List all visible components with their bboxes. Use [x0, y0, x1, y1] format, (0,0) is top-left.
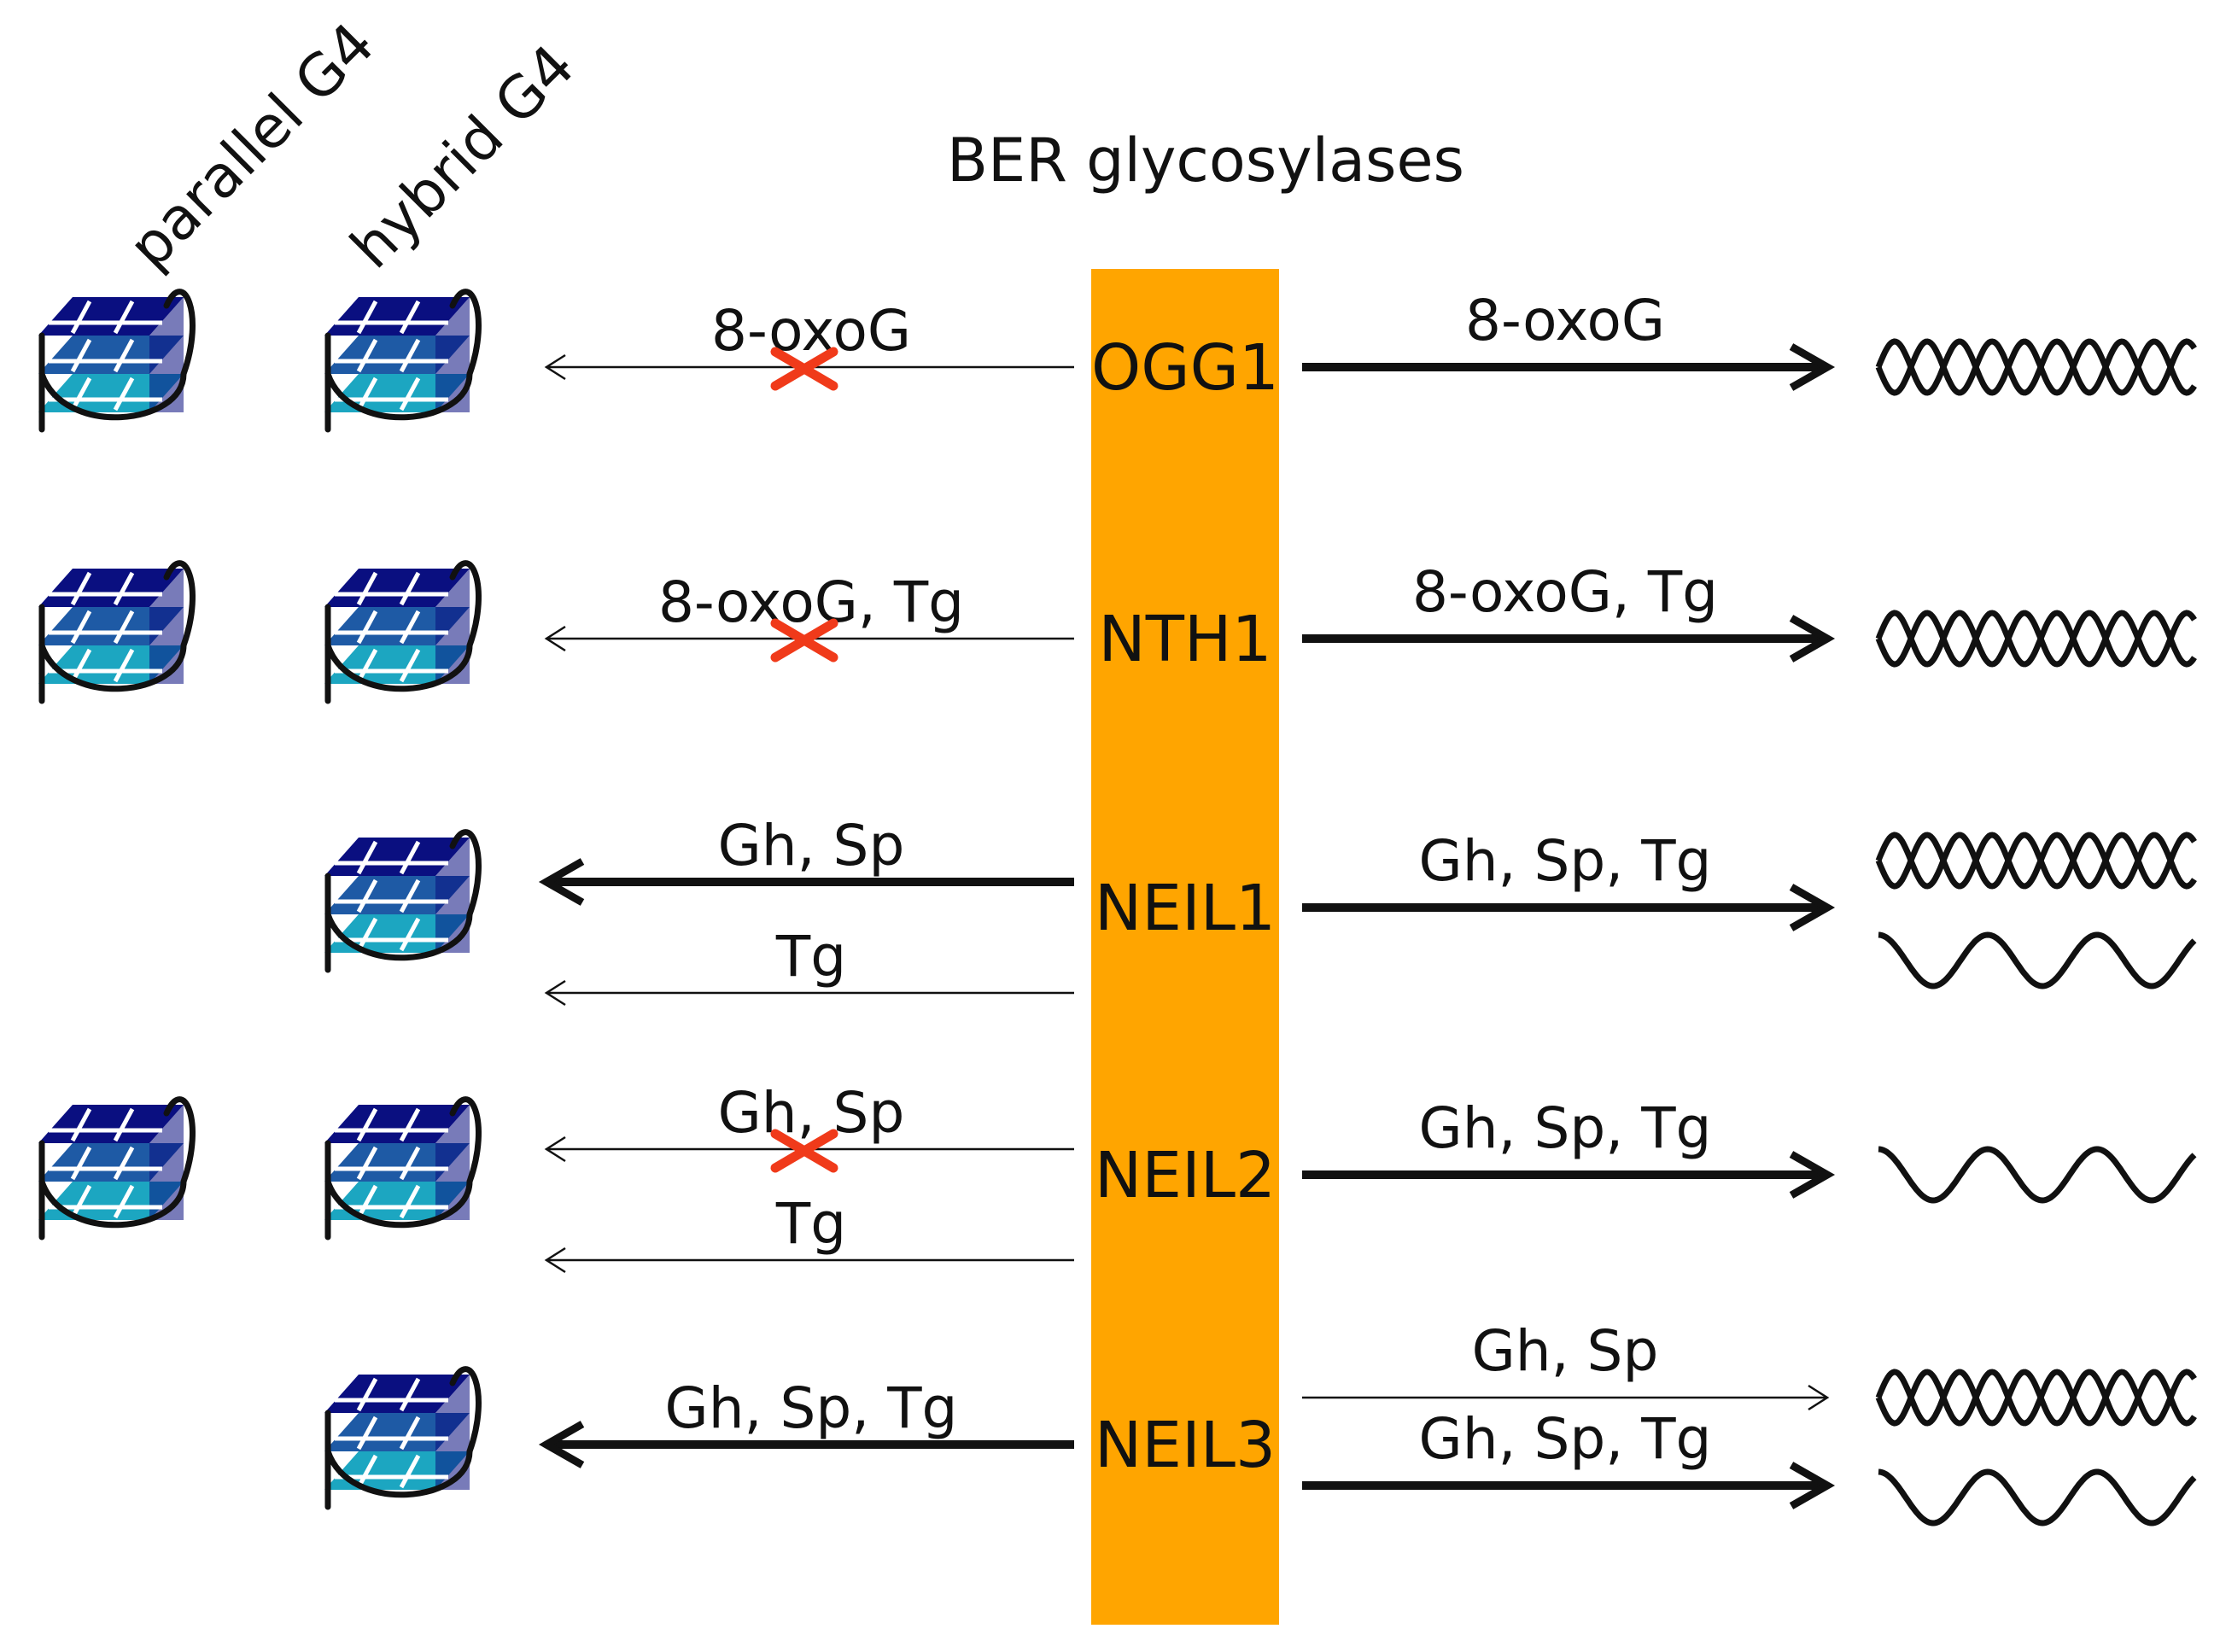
- g4-quadruplex-icon: [324, 1100, 478, 1237]
- enzyme-name: OGG1: [1091, 331, 1279, 405]
- left-arrow: [544, 1246, 1074, 1274]
- right-arrow-label: 8-oxoG: [1465, 288, 1665, 353]
- left-arrow-label: Gh, Sp, Tg: [665, 1375, 958, 1441]
- right-arrow-label: Gh, Sp, Tg: [1419, 828, 1712, 894]
- right-arrow: [1302, 615, 1836, 663]
- glycosylase-bar: [1091, 269, 1279, 1625]
- dsdna-helix-icon: [1875, 338, 2197, 396]
- ssdna-wave-icon: [1878, 1146, 2197, 1204]
- right-arrow: [1302, 1462, 1836, 1509]
- enzyme-row-ogg1: OGG1 8-oxoG 8-oxoG: [38, 288, 2197, 429]
- left-arrow: [544, 979, 1074, 1007]
- left-arrow: [538, 1421, 1074, 1468]
- g4-quadruplex-icon: [324, 832, 478, 970]
- enzyme-rows: OGG1 8-oxoG 8-oxoG NTH1 8-oxoG, Tg 8-oxoG, Tg…: [38, 288, 2197, 1526]
- enzyme-name: NEIL3: [1095, 1409, 1276, 1482]
- enzyme-name: NEIL2: [1095, 1139, 1276, 1212]
- right-arrow-label: Gh, Sp, Tg: [1419, 1095, 1712, 1161]
- right-arrow-label: Gh, Sp, Tg: [1419, 1406, 1712, 1472]
- g4-quadruplex-icon: [324, 292, 478, 429]
- g4-quadruplex-icon: [324, 563, 478, 701]
- enzyme-row-neil2: NEIL2 Gh, Sp Tg Gh, Sp, Tg: [38, 1080, 2197, 1274]
- cross-icon: [770, 347, 838, 391]
- ssdna-wave-icon: [1878, 1468, 2197, 1526]
- left-arrow: [538, 858, 1074, 906]
- left-arrow-label: 8-oxoG: [711, 298, 911, 364]
- cross-icon: [770, 1129, 838, 1173]
- right-arrow: [1302, 1151, 1836, 1199]
- right-arrow-label: Gh, Sp: [1472, 1318, 1659, 1384]
- right-arrow-label: 8-oxoG, Tg: [1412, 559, 1718, 625]
- enzyme-name: NEIL1: [1095, 872, 1276, 945]
- dsdna-helix-icon: [1875, 832, 2197, 890]
- g4-quadruplex-icon: [38, 1100, 192, 1237]
- left-arrow-label: Tg: [775, 924, 846, 989]
- cross-icon: [770, 618, 838, 663]
- dsdna-helix-icon: [1875, 1369, 2197, 1427]
- enzyme-name: NTH1: [1098, 603, 1271, 676]
- g4-quadruplex-icon: [38, 292, 192, 429]
- g4-quadruplex-icon: [324, 1369, 478, 1507]
- ssdna-wave-icon: [1878, 931, 2197, 989]
- diagram-title: BER glycosylases: [947, 126, 1464, 196]
- enzyme-row-neil1: NEIL1 Gh, Sp Tg Gh, Sp, Tg: [324, 813, 2197, 1007]
- right-arrow: [1302, 343, 1836, 391]
- right-arrow: [1302, 884, 1836, 931]
- left-arrow-label: Gh, Sp: [718, 813, 905, 879]
- left-arrow-label: Gh, Sp: [718, 1080, 905, 1146]
- dsdna-helix-icon: [1875, 610, 2197, 668]
- enzyme-row-nth1: NTH1 8-oxoG, Tg 8-oxoG, Tg: [38, 559, 2197, 701]
- g4-quadruplex-icon: [38, 563, 192, 701]
- left-arrow-label: 8-oxoG, Tg: [658, 569, 964, 635]
- enzyme-row-neil3: NEIL3 Gh, Sp, Tg Gh, Sp Gh, Sp, Tg: [324, 1318, 2197, 1526]
- left-arrow-label: Tg: [775, 1191, 846, 1257]
- right-arrow: [1302, 1384, 1830, 1411]
